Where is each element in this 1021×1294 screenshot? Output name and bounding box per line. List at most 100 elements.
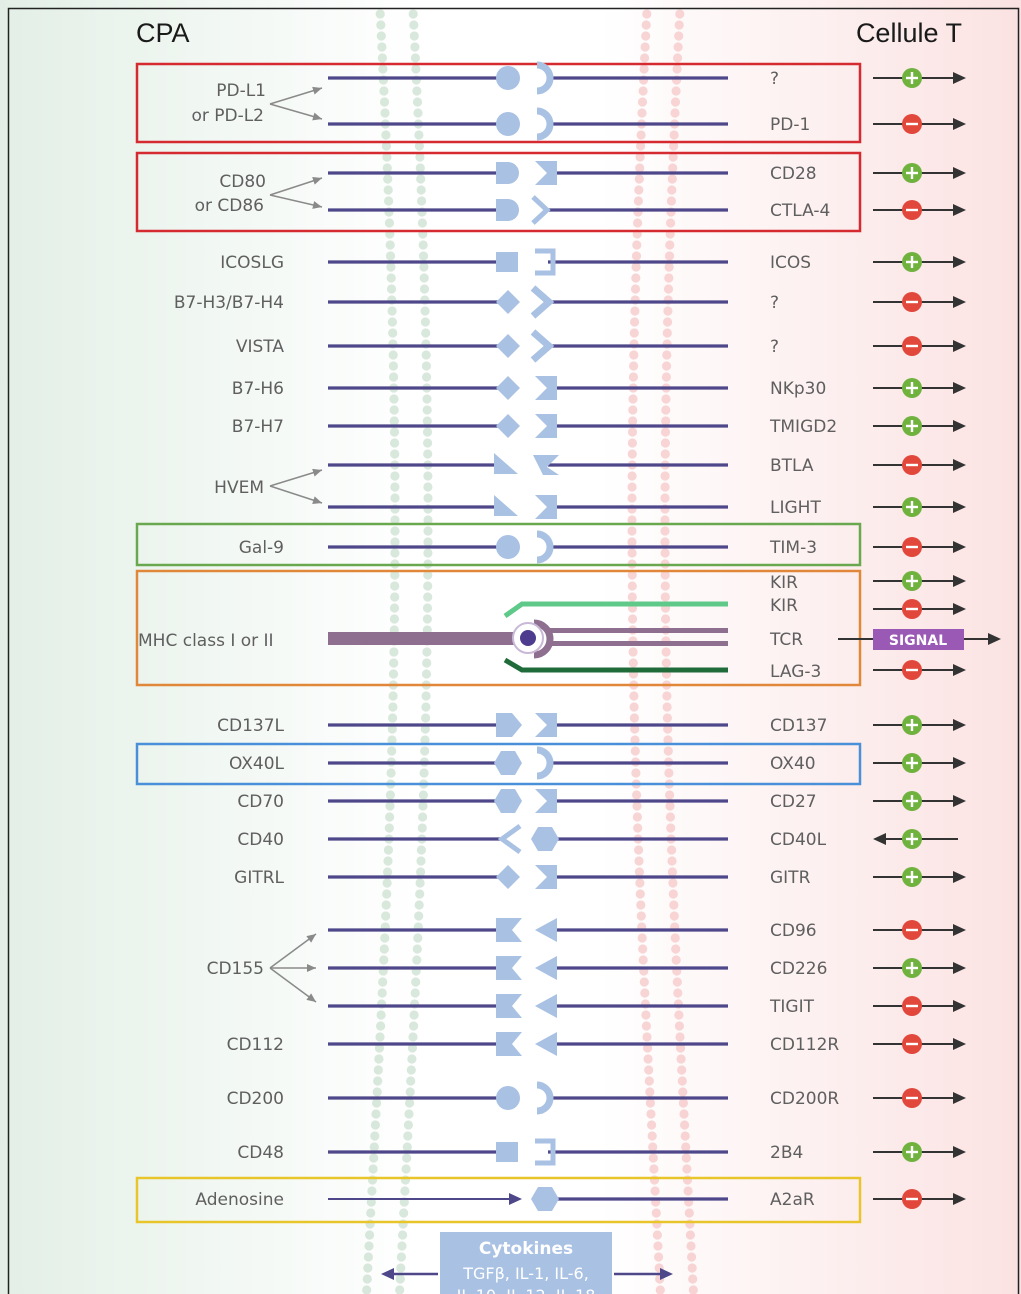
tcell-membrane-strand-outer-bead (663, 284, 674, 294)
apc-membrane-strand-outer-bead (376, 31, 386, 41)
tcell-membrane-strand-outer-bead (678, 1087, 688, 1097)
receptor-label: CD28 (770, 164, 817, 184)
cd80-label-2: or CD86 (195, 196, 264, 216)
apc-membrane-strand-inner-bead (402, 1153, 412, 1163)
cytokine-arrow-right-head (660, 1268, 673, 1280)
apc-membrane-strand-inner-bead (403, 1120, 413, 1130)
tcell-membrane-strand-outer-bead (679, 1109, 689, 1119)
apc-membrane-strand-inner (395, 9, 433, 1294)
apc-header: CPA (136, 18, 190, 48)
receptor-label: NKp30 (770, 379, 826, 399)
receptor-bracket (535, 248, 556, 276)
ligand-open-v (497, 823, 522, 855)
apc-membrane-strand-outer-bead (386, 262, 396, 272)
tcell-membrane-strand-inner-bead (638, 944, 648, 954)
tcell-membrane-strand-outer-bead (668, 878, 678, 888)
tcell-membrane-strand-outer-bead (660, 438, 671, 448)
apc-membrane-strand-outer-bead (381, 141, 391, 151)
sign-arrowhead (953, 871, 966, 883)
tcell-membrane-strand-outer-bead (664, 768, 674, 778)
connector-line (269, 87, 323, 105)
apc-membrane-strand-inner-bead (396, 1263, 406, 1273)
apc-membrane-strand-inner-bead (422, 603, 433, 613)
pair-row: PD-1 (328, 107, 966, 141)
apc-membrane-strand-outer-bead (389, 372, 399, 382)
apc-membrane-strand-outer-bead (390, 493, 400, 503)
tcell-membrane-strand-outer-bead (661, 405, 671, 415)
apc-membrane-strand-inner-bead (416, 867, 426, 877)
tcell-membrane-strand-outer-bead (687, 1252, 697, 1262)
apc-membrane-strand-outer-bead (377, 988, 387, 998)
tcell-membrane-strand-outer (660, 9, 698, 1294)
connector-line (269, 103, 323, 120)
tcell-membrane-strand-outer-bead (661, 394, 671, 404)
tcell-membrane-strand-inner-bead (645, 1087, 655, 1097)
apc-membrane-strand-outer-bead (366, 1208, 376, 1218)
mhc-bar (328, 632, 518, 645)
receptor-label: PD-1 (770, 115, 810, 135)
ligand-notched-block (496, 918, 522, 942)
tcell-membrane-strand-inner-bead (641, 1010, 651, 1020)
apc-membrane-strand-inner-bead (403, 1131, 413, 1141)
sign-arrowhead (953, 603, 966, 615)
tcell-membrane-strand-inner-bead (642, 9, 652, 19)
tcell-membrane-strand-outer-bead (668, 889, 678, 899)
mhc-group-box (135, 569, 862, 687)
apc-membrane-strand-outer-bead (388, 328, 398, 338)
cd155-label: CD155 (207, 959, 264, 979)
ligand-diamond (496, 290, 520, 314)
apc-membrane-strand-inner-bead (423, 548, 433, 558)
tcell-membrane-strand-outer-bead (662, 361, 672, 371)
receptor-cup (536, 530, 554, 564)
receptor-label: LIGHT (770, 498, 821, 518)
ligand-label: Gal-9 (239, 538, 284, 558)
receptor-label: CD200R (770, 1089, 839, 1109)
ox40-group-box (135, 742, 862, 786)
tcell-membrane-strand-inner-bead (639, 977, 649, 987)
adenosine-arrowhead (509, 1193, 522, 1205)
apc-membrane-strand-inner-bead (409, 1021, 419, 1031)
tcell-membrane-strand-inner-bead (627, 537, 637, 547)
receptor-label: CD137 (770, 716, 827, 736)
tcell-membrane-strand-outer-bead (667, 856, 677, 866)
tcell-membrane-strand-inner-bead (632, 790, 642, 800)
a2ar-group-box (135, 1176, 862, 1224)
tcell-membrane-strand-inner-bead (627, 526, 637, 536)
receptor-label: CTLA-4 (770, 201, 830, 221)
sign-arrowhead (953, 204, 966, 216)
tcell-membrane-strand-outer-bead (681, 1142, 691, 1152)
receptor-hexagon (531, 827, 559, 851)
tcell-membrane-strand-inner-bead (634, 856, 644, 866)
tcell-membrane-strand-inner-bead (654, 1252, 664, 1262)
tim3-group-box (135, 522, 862, 567)
tcell-membrane-strand-outer-bead (662, 328, 672, 338)
apc-membrane-strand-outer-bead (384, 823, 394, 833)
apc-membrane-strand-inner-bead (409, 20, 419, 30)
sign-arrowhead (953, 575, 966, 587)
apc-membrane-strand-outer-bead (370, 1131, 380, 1141)
connector-arrowhead (312, 112, 322, 121)
tcell-membrane-strand-outer-bead (684, 1208, 694, 1218)
receptor-label: ? (770, 293, 779, 313)
tcell-membrane-strand-inner-bead (635, 163, 645, 173)
pd-ligand-label-1: PD-L1 (216, 81, 266, 101)
apc-membrane-strand-outer-bead (390, 581, 400, 591)
apc-membrane-strand-inner-bead (412, 97, 423, 107)
apc-membrane-strand-outer-bead (388, 691, 398, 701)
apc-membrane-strand-outer-bead (390, 537, 400, 547)
apc-membrane-strand-outer-bead (383, 174, 393, 184)
sign-arrowhead (953, 1092, 966, 1104)
tcell-membrane-strand-outer-bead (665, 240, 675, 250)
apc-membrane-strand-inner-bead (414, 900, 424, 910)
tcell-membrane-strand-outer-bead (674, 1021, 685, 1031)
tcell-membrane-strand-inner-bead (637, 933, 647, 943)
sign-arrowhead (953, 1193, 966, 1205)
apc-membrane-strand-inner-bead (423, 471, 433, 481)
ligand-diamond (496, 376, 520, 400)
apc-membrane-strand-outer-bead (389, 394, 399, 404)
sign-arrowhead (953, 719, 966, 731)
lag3-chain (503, 657, 728, 673)
ligand-label: OX40L (229, 754, 285, 774)
apc-membrane-strand-inner-bead (417, 218, 427, 228)
